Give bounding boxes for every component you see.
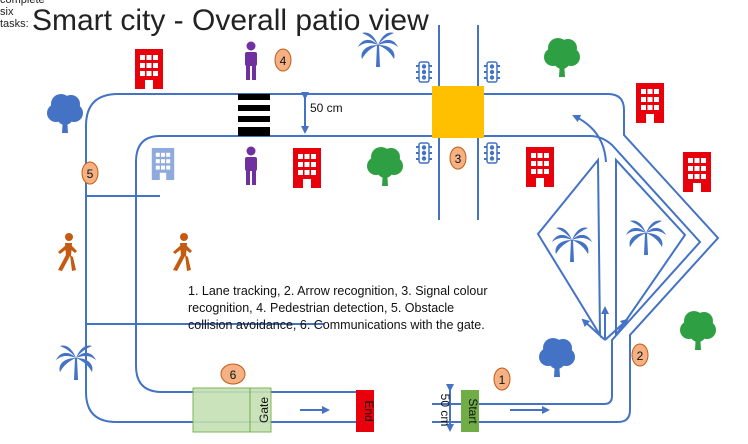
median-triangle-right xyxy=(615,157,687,339)
person-icon xyxy=(245,146,257,185)
tree-icon xyxy=(680,311,716,350)
start-label: Start xyxy=(466,398,480,424)
svg-text:3: 3 xyxy=(455,152,462,166)
marker-5: 5 xyxy=(81,161,99,185)
walking-person-icon xyxy=(173,233,192,271)
track-width-label: 50 cm xyxy=(310,101,343,115)
svg-text:5: 5 xyxy=(87,167,94,181)
end-zone xyxy=(356,390,374,432)
start-zone xyxy=(461,390,479,432)
inner-road-loop xyxy=(135,135,702,405)
tree-icon xyxy=(47,94,83,133)
tree-icon xyxy=(539,338,575,377)
svg-text:1: 1 xyxy=(499,373,506,387)
marker-3: 3 xyxy=(449,146,467,170)
traffic-light-icon xyxy=(483,61,501,83)
tree-icon xyxy=(544,38,580,77)
palm-tree-icon xyxy=(626,220,666,255)
marker-2: 2 xyxy=(631,343,649,367)
arrow-right-diag xyxy=(604,318,629,341)
svg-text:4: 4 xyxy=(280,54,287,68)
person-icon xyxy=(245,41,257,80)
palm-tree-icon xyxy=(358,32,398,67)
gate-zone xyxy=(192,387,272,433)
building-icon xyxy=(135,49,163,89)
palm-tree-icon xyxy=(552,227,592,262)
marker-6: 6 xyxy=(220,363,246,385)
page-title: Smart city - Overall patio view xyxy=(32,4,429,37)
cut-off-text: complete six tasks: xyxy=(0,0,45,30)
task-description: 1. Lane tracking, 2. Arrow recognition, … xyxy=(188,284,488,332)
end-label: End xyxy=(362,400,376,421)
building-icon xyxy=(526,147,554,187)
traffic-light-icon xyxy=(415,61,433,83)
marker-1: 1 xyxy=(493,367,511,391)
track-width-label-vertical: 50 cm xyxy=(438,394,452,427)
median-triangle-left xyxy=(536,157,602,339)
traffic-light-icon xyxy=(483,142,501,164)
svg-text:2: 2 xyxy=(637,349,644,363)
crosswalk xyxy=(238,94,270,136)
traffic-light-icon xyxy=(415,142,433,164)
building-icon xyxy=(293,148,321,188)
intersection-box xyxy=(432,86,484,138)
arrow-left-diag xyxy=(581,318,606,341)
tree-icon xyxy=(367,147,403,186)
outer-road-loop xyxy=(85,93,720,423)
gate-label: Gate xyxy=(257,397,271,423)
building-icon xyxy=(636,83,664,123)
marker-4: 4 xyxy=(274,48,292,72)
arrow-curved xyxy=(572,114,607,163)
svg-text:6: 6 xyxy=(230,368,237,382)
walking-person-icon xyxy=(58,233,77,271)
building-icon xyxy=(683,152,711,192)
building-icon-blue xyxy=(151,148,175,180)
palm-tree-icon xyxy=(56,345,96,380)
road-network xyxy=(85,25,720,432)
